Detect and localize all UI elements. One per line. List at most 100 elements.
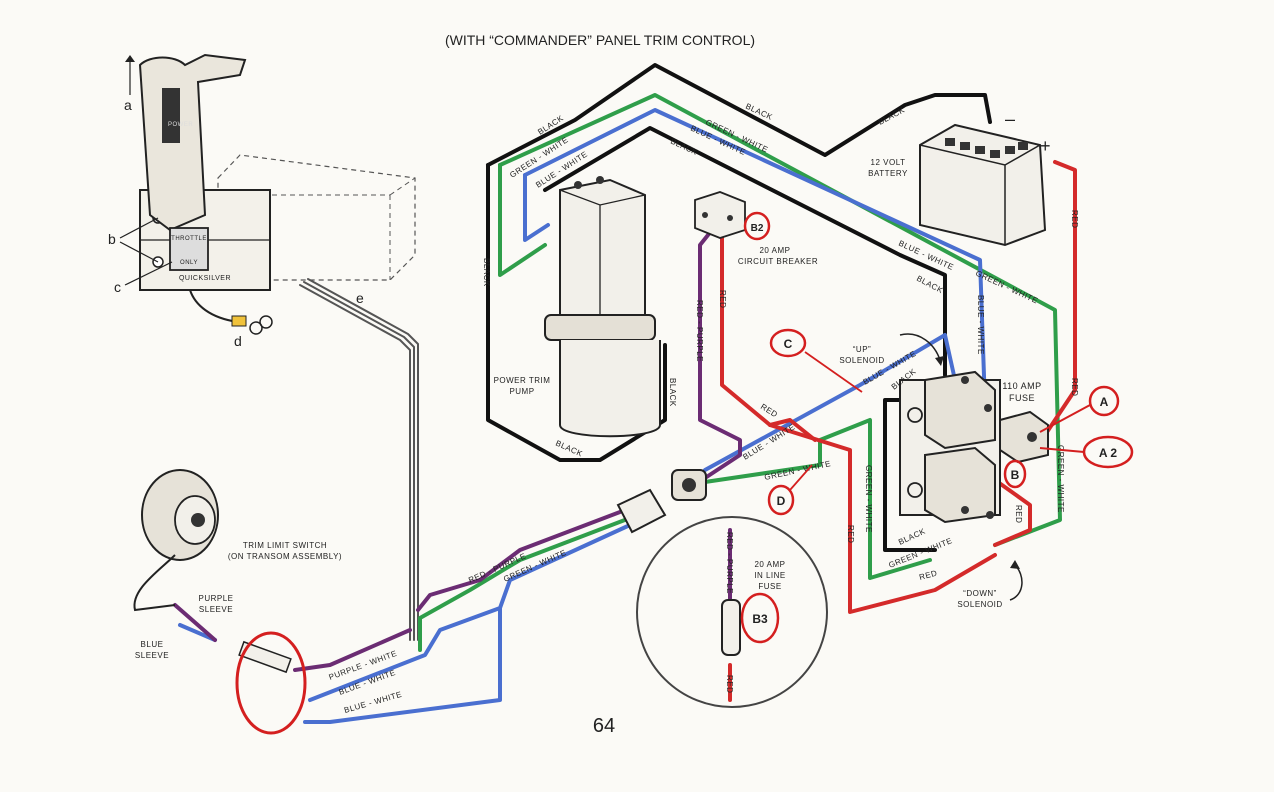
control-housing-outline bbox=[217, 154, 416, 281]
throttle-label: THROTTLE bbox=[171, 236, 207, 242]
pump-terminal bbox=[596, 176, 604, 184]
throttle-only-button bbox=[169, 227, 209, 271]
wire-label-green-white: GREEN - WHITE bbox=[764, 459, 832, 482]
up-solenoid-label-2: SOLENOID bbox=[839, 356, 884, 365]
wire-label-green-white: GREEN - WHITE bbox=[1056, 445, 1065, 513]
wire-label-red: RED bbox=[725, 675, 734, 693]
yellow-terminal bbox=[231, 315, 247, 327]
wire-label-red: RED bbox=[1070, 210, 1079, 228]
label-b: b bbox=[108, 231, 116, 247]
pump-motor bbox=[559, 178, 646, 332]
connector-highlight-circle bbox=[235, 631, 307, 735]
leader-b2 bbox=[119, 241, 159, 263]
ring-terminal bbox=[249, 321, 263, 335]
pump-terminal bbox=[574, 181, 582, 189]
callout-A-leader bbox=[1039, 404, 1091, 433]
callout-A-circle bbox=[1088, 385, 1120, 417]
green-white-wires bbox=[498, 93, 1062, 580]
callout-D: D bbox=[777, 494, 786, 508]
connector-face bbox=[682, 478, 696, 492]
blue-sleeve-label-2: SLEEVE bbox=[135, 651, 169, 660]
bullet-connector bbox=[238, 640, 292, 674]
wire-label-red: RED bbox=[1070, 378, 1079, 396]
callout-C-circle bbox=[769, 328, 807, 358]
solenoid-terminal bbox=[961, 376, 969, 384]
callout-C-leader bbox=[804, 351, 863, 393]
battery-cells bbox=[945, 138, 1028, 158]
switch-lead bbox=[133, 554, 176, 612]
wire-label-blue-white: BLUE - WHITE bbox=[976, 295, 985, 355]
wire-label-blue-white: BLUE - WHITE bbox=[343, 690, 403, 715]
page-number: 64 bbox=[593, 715, 615, 737]
battery-label-1: 12 VOLT bbox=[871, 158, 906, 167]
callout-D-leader bbox=[789, 464, 813, 491]
label-a: a bbox=[124, 97, 132, 113]
ground-lead bbox=[189, 289, 239, 323]
up-arrow-head bbox=[935, 356, 944, 366]
wire-label-red-purple: RED - PURPLE bbox=[695, 300, 704, 362]
trim-switch-label-1: TRIM LIMIT SWITCH bbox=[243, 541, 327, 550]
inline-fuse-label-1: 20 AMP bbox=[754, 560, 785, 569]
red-purple-wires bbox=[173, 228, 742, 672]
down-arrow-head bbox=[1010, 560, 1020, 569]
detail-circle bbox=[636, 516, 828, 708]
wire-label-red: RED bbox=[718, 290, 727, 308]
mount-hole bbox=[907, 482, 923, 498]
up-solenoid-arrow bbox=[899, 333, 941, 361]
purple-sleeve-label-1: PURPLE bbox=[198, 594, 233, 603]
callout-B3-circle bbox=[740, 592, 780, 644]
inline-fuse-label-3: FUSE bbox=[758, 582, 781, 591]
callout-B3: B3 bbox=[752, 612, 768, 626]
wire-label-black: BLACK bbox=[482, 258, 491, 287]
callout-C: C bbox=[784, 337, 793, 351]
arrow-a bbox=[125, 55, 135, 62]
wire-label-black: BLACK bbox=[877, 105, 907, 127]
connector-plug bbox=[616, 488, 667, 534]
wire-label-green-white: GREEN - WHITE bbox=[864, 465, 873, 533]
solenoid-assembly: “UP” SOLENOID “DOWN” SOLENOID bbox=[839, 333, 1023, 609]
wire-label-red-purple: RED - PURPLE bbox=[725, 532, 734, 594]
fuse-block bbox=[999, 410, 1049, 464]
pump-reservoir bbox=[559, 340, 661, 438]
switch-hub bbox=[191, 513, 205, 527]
callouts: A A 2 B B2 B3 C D bbox=[235, 211, 1134, 735]
harness-connectors bbox=[616, 469, 707, 534]
up-solenoid bbox=[924, 370, 996, 450]
inline-fuse-holder bbox=[721, 599, 741, 656]
breaker-label-2: CIRCUIT BREAKER bbox=[738, 257, 818, 266]
battery-positive: + bbox=[1040, 136, 1051, 156]
callout-B2-circle bbox=[743, 211, 771, 241]
down-solenoid-label-1: “DOWN” bbox=[963, 589, 997, 598]
up-solenoid-label-1: “UP” bbox=[853, 345, 871, 354]
callout-A2-leader bbox=[1039, 447, 1085, 453]
pump-manifold bbox=[544, 314, 656, 341]
wire-label-black: BLACK bbox=[669, 137, 699, 157]
breaker-terminal bbox=[727, 215, 733, 221]
callout-D-circle bbox=[767, 484, 795, 516]
main-fuse: 110 AMP FUSE bbox=[999, 381, 1049, 464]
solenoid-terminal bbox=[984, 404, 992, 412]
inline-fuse-label-2: IN LINE bbox=[754, 571, 786, 580]
wire-label-black: BLACK bbox=[897, 526, 927, 546]
down-solenoid-label-2: SOLENOID bbox=[957, 600, 1002, 609]
breaker-label-1: 20 AMP bbox=[759, 246, 790, 255]
purple-sleeve-label-2: SLEEVE bbox=[199, 605, 233, 614]
power-trim-pump: POWER TRIM PUMP bbox=[494, 176, 661, 438]
fuse110-label-1: 110 AMP bbox=[1002, 381, 1041, 391]
battery-negative: – bbox=[1005, 109, 1015, 129]
control-harness bbox=[299, 278, 419, 641]
wire-label-red: RED bbox=[846, 525, 855, 543]
down-solenoid-arrow bbox=[1009, 564, 1023, 601]
fuse110-label-2: FUSE bbox=[1009, 393, 1035, 403]
solenoid-terminal bbox=[986, 511, 994, 519]
fuse-terminal bbox=[1027, 432, 1037, 442]
ring-terminal bbox=[259, 315, 273, 329]
blue-sleeve-label-1: BLUE bbox=[141, 640, 164, 649]
wire-label-black: BLACK bbox=[668, 378, 677, 407]
power-label: POWER bbox=[168, 122, 193, 128]
callout-A: A bbox=[1100, 395, 1109, 409]
callout-B2: B2 bbox=[751, 223, 764, 234]
trim-limit-switch: TRIM LIMIT SWITCH (ON TRANSOM ASSEMBLY) … bbox=[133, 469, 342, 674]
